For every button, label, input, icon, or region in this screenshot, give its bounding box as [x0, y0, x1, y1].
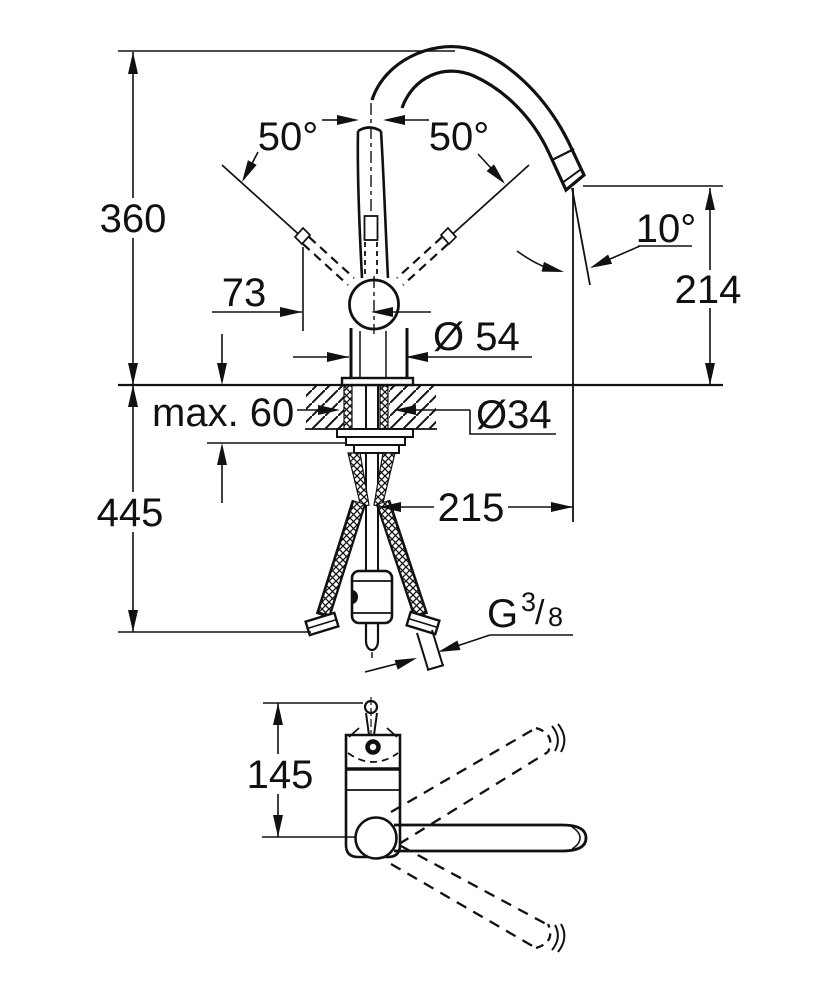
tv-spout-end-inner [571, 826, 581, 850]
front-view [118, 45, 723, 671]
mounting-washer [336, 428, 414, 438]
aerator-face [561, 169, 581, 184]
shank-knurl-right [379, 385, 389, 430]
dimension-labels: 360 445 73 50° 50° 10° 214 Ø 54 max. 60 … [96, 115, 746, 797]
lever-tilt-left-axis [221, 164, 306, 241]
tv-pivot-ring [365, 739, 381, 755]
g38-leader-left [364, 663, 397, 673]
dim-d34-label: Ø34 [476, 393, 552, 437]
lever-tilt-right-dashed [396, 236, 449, 286]
tv-spout-dashed-lower [390, 844, 549, 949]
dim-d54-label: Ø 54 [433, 315, 520, 359]
dimension-annotations [118, 50, 723, 673]
hose-fitting-left [304, 611, 340, 637]
lever-tilt-left-cap [293, 226, 312, 246]
tv-spout-endcap [561, 823, 588, 853]
lever-tilt-left-dashed [302, 236, 355, 286]
d34-leader [469, 410, 556, 435]
tv-spout-tube [394, 823, 562, 853]
lever-outline [356, 126, 390, 279]
dim-214-label: 214 [675, 268, 742, 312]
tv-spout-dashed-upper [390, 727, 549, 845]
hose-weight-notch [352, 590, 358, 604]
aerator-band [551, 148, 575, 161]
dim-445-label: 445 [97, 491, 164, 535]
lever-inner-dashes [364, 242, 378, 277]
lever-tilt-right-axis [445, 164, 530, 241]
tv-dashed-arc [347, 752, 399, 763]
tv-spout-dashed-lower-cap [535, 923, 552, 950]
dim-max60-label: max. 60 [152, 391, 294, 435]
hose-end-cap [364, 623, 380, 652]
base-plate [340, 376, 415, 387]
supply-hose-left-braid [319, 501, 364, 615]
tv-motion-arcs-lower [551, 923, 566, 953]
dim-360-label: 360 [100, 197, 167, 241]
dim-50-left-label: 50° [258, 115, 319, 159]
tv-spout-dashed-upper-cap [535, 726, 552, 753]
dim-10-label: 10° [636, 207, 697, 251]
lever-tilt-right-cap [439, 226, 458, 246]
mounting-nut-lower [353, 444, 400, 454]
tv-lever-stem [365, 712, 378, 736]
bottom-view [262, 697, 588, 953]
tv-swivel-joint [354, 816, 398, 860]
hose-fitting-right [405, 610, 441, 636]
braid-cone-left [347, 452, 370, 508]
dim-50-right-label: 50° [429, 115, 490, 159]
tv-chamfer-ticks [348, 727, 398, 738]
dim-73-label: 73 [222, 271, 267, 315]
thread-tube-end [416, 629, 445, 671]
dim-215-label: 215 [438, 486, 505, 530]
lever-inner-joint [363, 215, 379, 241]
stream-line [571, 187, 591, 286]
spout [370, 45, 586, 193]
tv-motion-arcs-upper [551, 723, 566, 753]
mounting-nut-upper [345, 436, 406, 446]
shank-knurl-left [343, 385, 353, 430]
dim-145-label: 145 [247, 753, 314, 797]
supply-hose-right-braid [378, 501, 425, 615]
